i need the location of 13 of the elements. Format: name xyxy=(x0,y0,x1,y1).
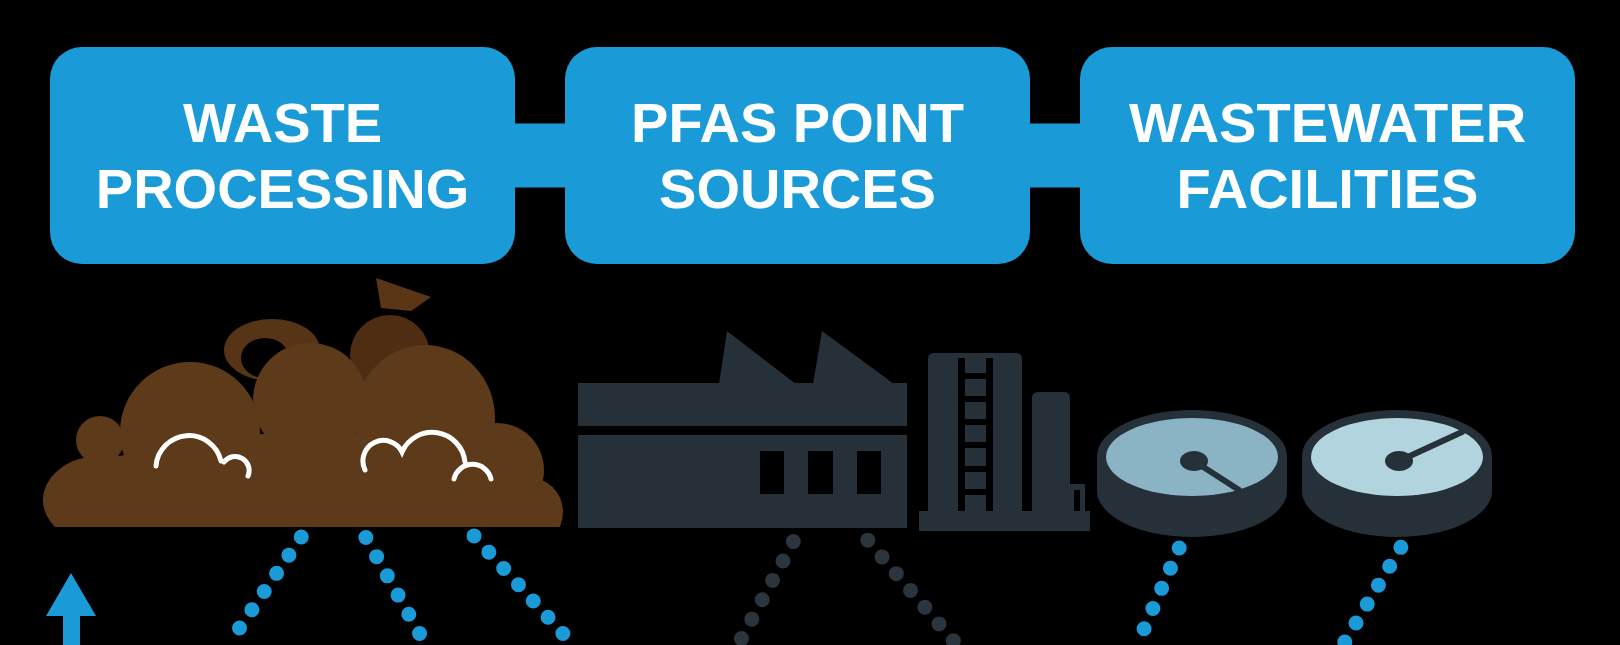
connector-bar xyxy=(515,123,565,188)
category-panel xyxy=(1080,47,1575,264)
category-panel xyxy=(50,47,515,264)
clarifier-tank-picture xyxy=(1302,410,1492,537)
category-heading: WASTE PROCESSING xyxy=(94,90,471,221)
category-panel xyxy=(565,47,1030,264)
dotted-line xyxy=(1335,539,1409,645)
clarifier-tank-picture xyxy=(1097,410,1287,537)
waste-pile-picture xyxy=(43,277,563,527)
category-heading: PFAS POINT SOURCES xyxy=(630,90,965,221)
factory-picture xyxy=(578,331,1090,531)
category-heading: WASTEWATER FACILITIES xyxy=(1127,90,1528,221)
connector-bar xyxy=(1030,123,1080,188)
